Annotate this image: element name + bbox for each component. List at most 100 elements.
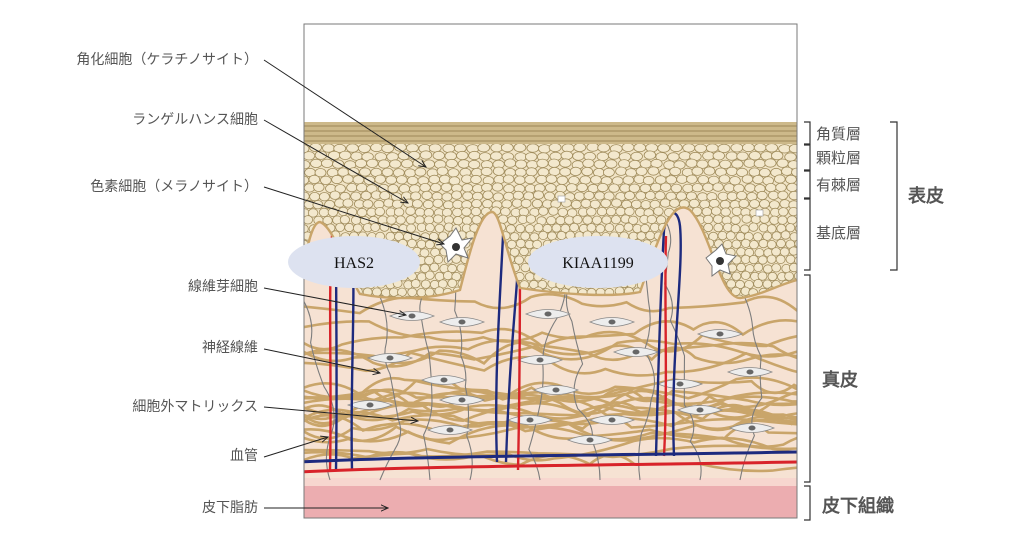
keratinocyte-cell (640, 200, 652, 210)
keratinocyte-cell (432, 214, 444, 224)
keratinocyte-cell (730, 143, 744, 153)
arrow-ecm (263, 406, 418, 421)
keratinocyte-cell (640, 223, 650, 234)
keratinocyte-cell (611, 198, 622, 208)
keratinocyte-cell (753, 278, 763, 289)
bracket-stratum-granulosum (804, 144, 811, 171)
keratinocyte-cell (423, 215, 434, 225)
keratinocyte-cell (332, 159, 345, 169)
keratinocyte-cell (320, 158, 334, 168)
keratinocyte-cell (605, 159, 618, 169)
leader-lines (263, 59, 444, 508)
keratinocyte-cell (405, 215, 416, 225)
keratinocyte-cell (647, 166, 660, 176)
keratinocyte-cell (775, 254, 786, 264)
keratinocyte-cell (752, 175, 764, 185)
keratinocyte-cell (708, 198, 720, 209)
keratinocyte-cell (569, 166, 582, 176)
keratinocyte-cell (750, 214, 762, 225)
keratinocyte-cell (713, 223, 724, 233)
collagen-fiber (304, 378, 797, 403)
stratum-corneum (304, 122, 797, 144)
keratinocyte-cell (600, 198, 612, 208)
keratinocyte-cell (436, 166, 449, 176)
keratinocyte-cell (731, 271, 742, 281)
keratinocyte-cell (379, 191, 391, 201)
keratinocyte-cell (776, 238, 786, 249)
langerhans-cell (557, 195, 566, 203)
keratinocyte-cell (786, 215, 797, 225)
keratinocyte-cell (538, 230, 549, 240)
keratinocyte-cell (314, 150, 328, 160)
keratinocyte-cell (544, 191, 556, 201)
fibroblast-cell (696, 329, 744, 339)
keratinocyte-cell (748, 222, 759, 232)
keratinocyte-cell (410, 191, 422, 201)
keratinocyte-cell (400, 159, 414, 169)
keratinocyte-cell (723, 183, 735, 193)
keratinocyte-cell (393, 207, 405, 217)
keratinocyte-cell (720, 207, 731, 217)
keratinocyte-cell (576, 182, 588, 193)
bracket-dermis (804, 274, 811, 483)
keratinocyte-cell (682, 183, 694, 193)
keratinocyte-cell (411, 199, 423, 209)
keratinocyte-cell (420, 279, 431, 289)
keratinocyte-cell (596, 151, 610, 161)
fibroblast-cell (532, 385, 580, 395)
keratinocyte-cell (769, 200, 780, 210)
keratinocyte-cell (551, 223, 562, 233)
subcutis-boundary (304, 478, 797, 486)
keratinocyte-cell (333, 143, 347, 154)
arrow-fibroblast (263, 287, 406, 315)
keratinocyte-cell (342, 198, 354, 208)
keratinocyte-cell (597, 182, 609, 193)
keratinocyte-cell (607, 150, 621, 160)
keratinocyte-cell (515, 238, 526, 248)
keratinocyte-cell (329, 190, 341, 200)
keratinocyte-cell (624, 206, 635, 216)
keratinocyte-cell (748, 151, 762, 161)
keratinocyte-cell (685, 158, 698, 168)
keratinocyte-cell (357, 143, 371, 153)
keratinocyte-cell (765, 183, 777, 193)
keratinocyte-cell (785, 254, 796, 264)
keratinocyte-cell (505, 224, 516, 234)
keratinocyte-cell (784, 271, 794, 281)
keratinocyte-cell (711, 206, 722, 216)
keratinocyte-cell (559, 158, 572, 168)
keratinocyte-cell (707, 158, 720, 168)
keratinocyte-cell (304, 215, 313, 225)
keratinocyte-cell (582, 158, 595, 168)
keratinocyte-cell (726, 279, 737, 289)
keratinocyte-cell (442, 143, 456, 153)
keratinocyte-cell (757, 255, 768, 265)
keratinocyte-cell (422, 159, 436, 169)
keratinocyte-cell (650, 158, 663, 169)
keratinocyte-cell (503, 158, 517, 168)
keratinocyte-cell (691, 166, 704, 176)
keratinocyte-cell (451, 190, 463, 200)
keratinocyte-cell (524, 272, 535, 282)
collagen-fiber (304, 387, 797, 406)
fibroblast-cell (346, 400, 394, 410)
keratinocyte-cell (546, 216, 557, 226)
keratinocyte-cell (635, 166, 648, 176)
keratinocyte-cell (389, 159, 402, 169)
subcutis-region (304, 484, 797, 518)
keratinocyte-cell (491, 182, 504, 192)
keratinocyte-cell (628, 215, 639, 225)
keratinocyte-cell (655, 215, 667, 225)
keratinocyte-cell (660, 182, 672, 192)
keratinocyte-cell (509, 232, 520, 242)
keratinocyte-cell (407, 238, 417, 248)
keratinocyte-cell (597, 143, 611, 153)
keratinocyte-cell (334, 184, 346, 194)
keratinocyte-cell (470, 174, 482, 185)
fibroblast-cell (420, 375, 468, 385)
label-blood-vessel: 血管 (230, 448, 258, 464)
keratinocyte-cell (669, 198, 680, 208)
keratinocyte-cell (635, 191, 647, 201)
keratinocyte-cell (703, 166, 716, 176)
